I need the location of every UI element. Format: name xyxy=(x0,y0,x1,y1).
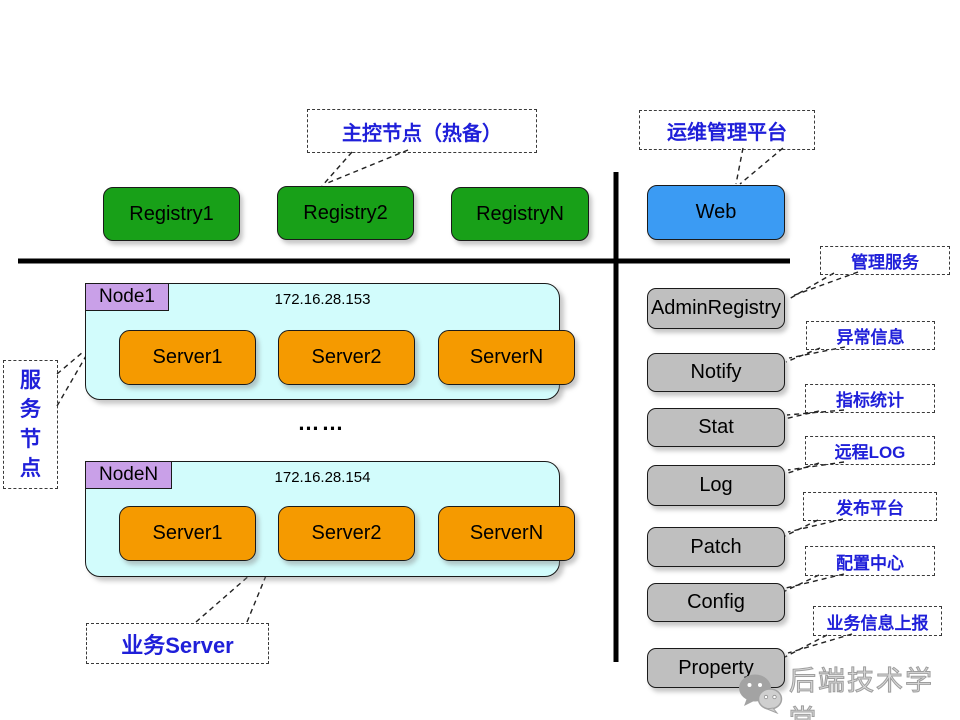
node1-serverN-box: ServerN xyxy=(438,330,575,385)
nodeN-serverN-box: ServerN xyxy=(438,506,575,561)
registry1-box: Registry1 xyxy=(103,187,240,241)
log-box: Log xyxy=(647,465,785,506)
divider-lines xyxy=(18,172,790,662)
registry1-label: Registry1 xyxy=(129,202,214,225)
node1-tag-label: Node1 xyxy=(99,286,155,307)
node1-server1-box: Server1 xyxy=(119,330,256,385)
web-label: Web xyxy=(695,201,737,223)
node1-tag: Node1 xyxy=(85,283,169,311)
business-server-callout-label: 业务Server xyxy=(121,632,234,658)
admin-registry-label: AdminRegistry xyxy=(650,297,782,319)
watermark: 后端技术学堂 xyxy=(737,653,960,720)
nodeN-tag-label: NodeN xyxy=(99,464,159,485)
connector-notify-a xyxy=(785,347,821,363)
registryN-box: RegistryN xyxy=(451,187,589,241)
connector-servicenode-node1-b xyxy=(56,355,87,407)
registry2-label: Registry2 xyxy=(303,201,388,224)
config-box: Config xyxy=(647,583,785,622)
patch-callout: 发布平台 xyxy=(803,492,937,521)
node1-server2-label: Server2 xyxy=(311,346,382,368)
ops-platform-callout: 运维管理平台 xyxy=(639,110,815,150)
connector-servicenode-node1-a xyxy=(56,351,84,375)
patch-callout-label: 发布平台 xyxy=(836,499,904,518)
connector-property-b xyxy=(787,633,853,654)
business-server-callout: 业务Server xyxy=(86,623,269,664)
stat-box: Stat xyxy=(647,408,785,447)
property-label: Property xyxy=(678,656,754,679)
connector-property-a xyxy=(784,634,828,658)
log-callout-label: 远程LOG xyxy=(834,443,906,462)
patch-box: Patch xyxy=(647,527,785,567)
watermark-text: 后端技术学堂 xyxy=(789,666,934,720)
log-label: Log xyxy=(699,474,733,496)
config-callout: 配置中心 xyxy=(805,546,935,576)
web-box: Web xyxy=(647,185,785,240)
patch-label: Patch xyxy=(690,535,742,558)
registryN-label: RegistryN xyxy=(476,202,564,225)
connector-bizserver-server2-a xyxy=(195,560,267,623)
admin-registry-box: AdminRegistry xyxy=(647,288,785,329)
admin-registry-callout-label: 管理服务 xyxy=(851,253,919,272)
nodeN-server1-box: Server1 xyxy=(119,506,256,561)
master-node-callout-label: 主控节点（热备） xyxy=(342,122,502,145)
admin-registry-callout: 管理服务 xyxy=(820,246,950,275)
connector-stat-a xyxy=(783,410,820,420)
registry2-box: Registry2 xyxy=(277,186,414,240)
connector-notify-b xyxy=(788,346,846,359)
nodeN-container: NodeN 172.16.28.154 Server1 Server2 Serv… xyxy=(85,461,575,577)
connector-patch-b xyxy=(787,518,844,533)
notify-box: Notify xyxy=(647,353,785,392)
node1-serverN-label: ServerN xyxy=(469,346,544,368)
config-label: Config xyxy=(687,591,745,613)
ops-platform-callout-label: 运维管理平台 xyxy=(667,121,787,144)
stat-callout-label: 指标统计 xyxy=(836,391,904,410)
service-node-callout: 服务节点 xyxy=(3,360,58,489)
node1-container: Node1 172.16.28.153 Server1 Server2 Serv… xyxy=(85,283,575,400)
nodeN-server2-box: Server2 xyxy=(278,506,415,561)
connector-ops-web-a xyxy=(735,147,744,185)
connector-log-b xyxy=(787,461,845,471)
nodeN-serverN-label: ServerN xyxy=(469,522,544,544)
property-callout-label: 业务信息上报 xyxy=(826,613,929,633)
config-callout-label: 配置中心 xyxy=(836,553,904,573)
stat-label: Stat xyxy=(698,416,734,438)
node1-server2-box: Server2 xyxy=(278,330,415,385)
nodeN-server2-label: Server2 xyxy=(311,522,382,544)
connector-patch-a xyxy=(784,519,819,537)
stat-callout: 指标统计 xyxy=(805,384,935,413)
connector-master-registry2-b xyxy=(324,149,409,185)
wechat-icon xyxy=(737,672,785,719)
nodes-ellipsis: …… xyxy=(297,410,346,435)
notify-callout: 异常信息 xyxy=(806,321,935,350)
connector-master-registry2-a xyxy=(321,151,353,187)
nodeN-ip: 172.16.28.154 xyxy=(274,469,371,486)
master-node-callout: 主控节点（热备） xyxy=(307,109,537,153)
connector-ops-web-b xyxy=(739,147,784,185)
connector-adminregistry-b xyxy=(791,271,859,297)
property-box: Property xyxy=(647,648,785,688)
connector-config-b xyxy=(785,573,845,589)
notify-label: Notify xyxy=(690,361,742,383)
connector-log-a xyxy=(784,462,820,475)
nodeN-server1-label: Server1 xyxy=(152,522,223,544)
connector-config-a xyxy=(782,574,820,593)
node1-server1-label: Server1 xyxy=(152,346,223,368)
node1-ip: 172.16.28.153 xyxy=(274,291,371,308)
log-callout: 远程LOG xyxy=(805,436,935,465)
property-callout: 业务信息上报 xyxy=(813,606,942,636)
notify-callout-label: 异常信息 xyxy=(836,328,905,347)
service-node-callout-label: 服务节点 xyxy=(20,368,41,480)
nodeN-tag: NodeN xyxy=(85,461,173,489)
